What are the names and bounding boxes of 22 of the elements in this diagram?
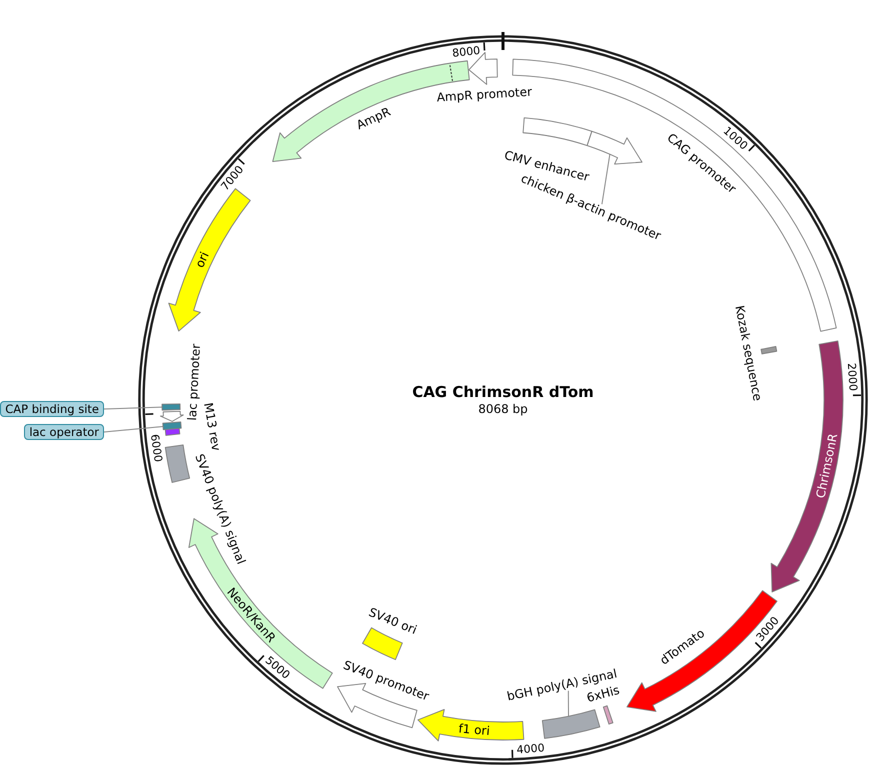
callout-label: lac operator: [24, 424, 104, 440]
feature-box: [162, 422, 182, 430]
tick-label: 8000: [452, 44, 481, 60]
tick-label: 2000: [844, 362, 860, 392]
feature-label: AmpR promoter: [436, 84, 532, 104]
map-title: CAG ChrimsonR dTom: [412, 383, 594, 401]
feature-label: f1 ori: [458, 721, 490, 738]
feature-label: Kozak sequence: [732, 304, 765, 402]
feature-label: lac promoter: [185, 343, 203, 421]
tick-label: 6000: [148, 433, 165, 463]
leader-line: [104, 426, 164, 432]
feature-box: [162, 404, 181, 411]
callout-label: CAP binding site: [0, 401, 104, 417]
leader-line: [601, 154, 610, 205]
sequence-length: 8068 bp: [478, 402, 528, 416]
tick-label: 4000: [516, 741, 546, 756]
leader-line: [104, 406, 163, 410]
feature-box: [542, 709, 600, 739]
leader-line: [568, 690, 569, 717]
feature-label: ori: [192, 250, 212, 270]
feature-label: SV40 ori: [366, 605, 419, 637]
feature-label: M13 rev: [201, 402, 224, 452]
